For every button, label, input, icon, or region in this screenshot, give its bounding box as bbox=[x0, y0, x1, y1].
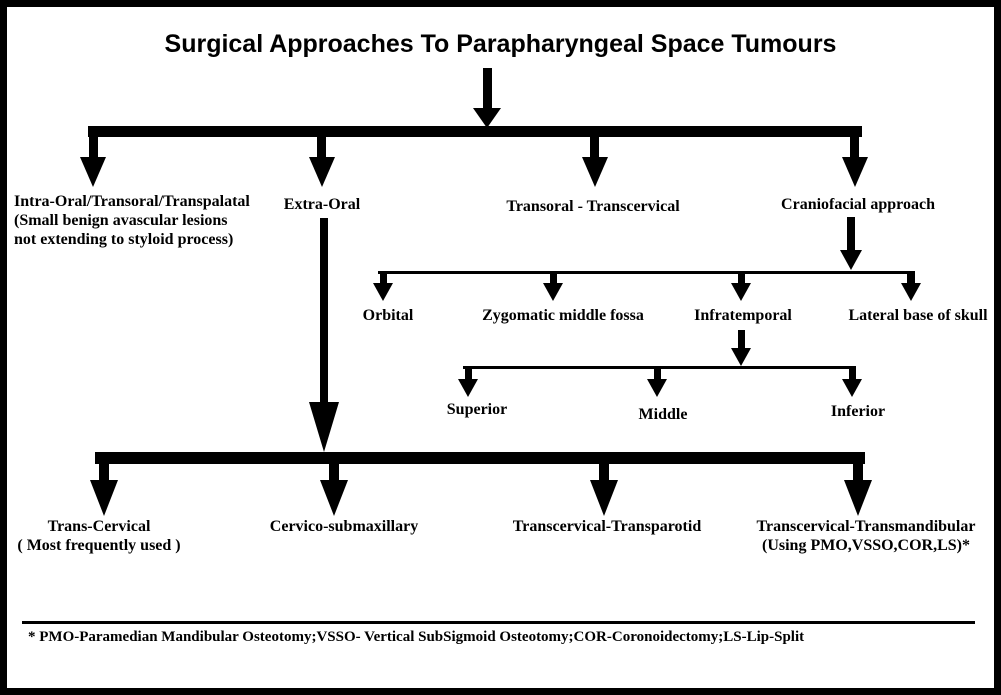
node-trans-cervical: Trans-Cervical ( Most frequently used ) bbox=[4, 517, 194, 555]
arrow-orbital-stem bbox=[380, 271, 387, 283]
node-inferior: Inferior bbox=[830, 403, 886, 420]
arrow-infratemporal-head-icon bbox=[731, 283, 751, 301]
arrow-cervico-submaxillary-stem bbox=[329, 464, 339, 480]
node-cervico-submaxillary: Cervico-submaxillary bbox=[269, 518, 419, 535]
arrow-craniofacial-stem bbox=[850, 137, 859, 157]
arrow-infratemporal-stem bbox=[738, 271, 745, 283]
node-extra-oral: Extra-Oral bbox=[283, 196, 361, 213]
arrow-extra-oral-stem bbox=[317, 137, 326, 157]
level1-branch-bar bbox=[88, 126, 862, 137]
craniofacial-branch-line bbox=[378, 271, 914, 274]
arrow-lateral-base-head-icon bbox=[901, 283, 921, 301]
node-orbital: Orbital bbox=[362, 307, 414, 324]
arrow-transcervical-transparotid-head-icon bbox=[590, 480, 618, 516]
arrow-superior-stem bbox=[465, 366, 472, 379]
arrow-trans-cervical-head-icon bbox=[90, 480, 118, 516]
arrow-transcervical-transmandibular-stem bbox=[853, 464, 863, 480]
node-trans-cervical-line2: ( Most frequently used ) bbox=[17, 537, 181, 554]
node-transoral-transcervical: Transoral - Transcervical bbox=[506, 198, 680, 215]
arrow-inferior-stem bbox=[849, 366, 856, 379]
node-intra-oral-line1: Intra-Oral/Transoral/Transpalatal bbox=[14, 193, 250, 210]
node-lateral-base-of-skull: Lateral base of skull bbox=[848, 307, 988, 324]
node-middle: Middle bbox=[638, 406, 688, 423]
node-intra-oral: Intra-Oral/Transoral/Transpalatal (Small… bbox=[14, 192, 250, 249]
footnote-divider bbox=[22, 621, 975, 624]
arrow-orbital-head-icon bbox=[373, 283, 393, 301]
arrow-trans-cervical-stem bbox=[99, 464, 109, 480]
connector-craniofacial-stem bbox=[847, 217, 855, 250]
node-superior: Superior bbox=[446, 401, 508, 418]
connector-title-arrow-stem bbox=[483, 68, 492, 108]
footnote-text: * PMO-Paramedian Mandibular Osteotomy;VS… bbox=[28, 629, 805, 645]
node-infratemporal: Infratemporal bbox=[694, 307, 792, 324]
connector-extra-oral-long-stem bbox=[320, 218, 328, 402]
connector-craniofacial-head-icon bbox=[840, 250, 862, 270]
arrow-craniofacial-head-icon bbox=[842, 157, 868, 187]
node-transcervical-transmandibular-line1: Transcervical-Transmandibular bbox=[756, 518, 976, 535]
arrow-transcervical-transparotid-stem bbox=[599, 464, 609, 480]
arrow-zygomatic-head-icon bbox=[543, 283, 563, 301]
arrow-transcervical-transmandibular-head-icon bbox=[844, 480, 872, 516]
node-transcervical-transmandibular: Transcervical-Transmandibular (Using PMO… bbox=[716, 517, 1001, 555]
extra-oral-branch-bar bbox=[95, 452, 865, 464]
arrow-cervico-submaxillary-head-icon bbox=[320, 480, 348, 516]
arrow-transoral-transcervical-head-icon bbox=[582, 157, 608, 187]
node-transcervical-transparotid: Transcervical-Transparotid bbox=[512, 518, 702, 535]
page-title: Surgical Approaches To Parapharyngeal Sp… bbox=[164, 30, 837, 58]
connector-title-arrow-head-icon bbox=[473, 108, 501, 128]
node-trans-cervical-line1: Trans-Cervical bbox=[47, 518, 151, 535]
node-intra-oral-line3: not extending to styloid process) bbox=[14, 231, 234, 248]
arrow-zygomatic-stem bbox=[550, 271, 557, 283]
arrow-lateral-base-stem bbox=[907, 271, 915, 283]
arrow-intra-oral-stem bbox=[89, 137, 98, 157]
arrow-extra-oral-head-icon bbox=[309, 157, 335, 187]
arrow-intra-oral-head-icon bbox=[80, 157, 106, 187]
arrow-middle-stem bbox=[654, 366, 661, 379]
arrow-transoral-transcervical-stem bbox=[590, 137, 599, 157]
connector-infratemporal-stem bbox=[738, 330, 745, 348]
node-transcervical-transmandibular-line2: (Using PMO,VSSO,COR,LS)* bbox=[761, 537, 971, 554]
connector-extra-oral-long-head-icon bbox=[309, 402, 339, 452]
arrow-inferior-head-icon bbox=[842, 379, 862, 397]
arrow-middle-head-icon bbox=[647, 379, 667, 397]
node-intra-oral-line2: (Small benign avascular lesions bbox=[14, 212, 228, 229]
node-zygomatic-middle-fossa: Zygomatic middle fossa bbox=[482, 307, 644, 324]
connector-infratemporal-head-icon bbox=[731, 348, 751, 366]
arrow-superior-head-icon bbox=[458, 379, 478, 397]
node-craniofacial-approach: Craniofacial approach bbox=[781, 196, 935, 213]
